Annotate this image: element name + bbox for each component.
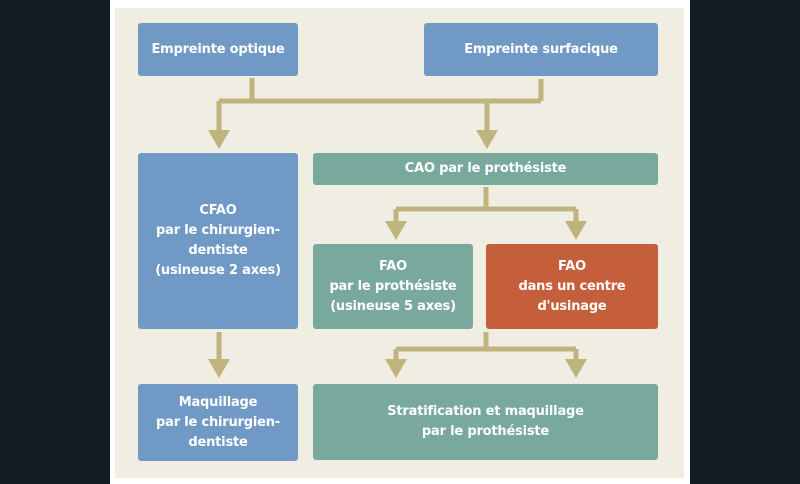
node-cfao-chirurgien: CFAO par le chirurgien- dentiste (usineu… [138, 153, 298, 329]
node-empreinte-optique: Empreinte optique [138, 23, 298, 76]
node-stratification-prothesiste: Stratification et maquillage par le prot… [313, 384, 658, 460]
node-fao-centre: FAO dans un centre d'usinage [486, 244, 658, 329]
node-maquillage-chirurgien: Maquillage par le chirurgien- dentiste [138, 384, 298, 461]
node-fao-prothesiste: FAO par le prothésiste (usineuse 5 axes) [313, 244, 473, 329]
node-cao-prothesiste: CAO par le prothésiste [313, 153, 658, 185]
node-empreinte-surfacique: Empreinte surfacique [424, 23, 658, 76]
